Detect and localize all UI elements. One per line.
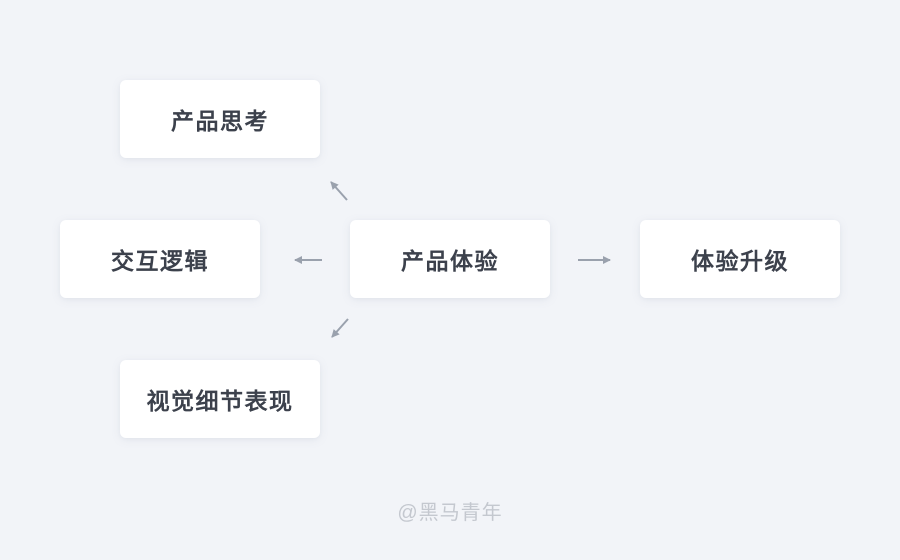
node-product-experience: 产品体验 <box>350 220 550 298</box>
node-visual-detail: 视觉细节表现 <box>120 360 320 438</box>
node-label: 体验升级 <box>691 248 789 274</box>
node-interaction-logic: 交互逻辑 <box>60 220 260 298</box>
node-label: 产品体验 <box>401 248 499 274</box>
node-experience-upgrade: 体验升级 <box>640 220 840 298</box>
node-label: 产品思考 <box>171 108 269 134</box>
node-label: 交互逻辑 <box>111 248 209 274</box>
node-label: 视觉细节表现 <box>146 388 294 414</box>
node-product-thinking: 产品思考 <box>120 80 320 158</box>
watermark: @黑马青年 <box>397 502 503 524</box>
arrow-up-left-icon <box>330 181 348 201</box>
arrow-down-left-icon <box>331 318 349 338</box>
